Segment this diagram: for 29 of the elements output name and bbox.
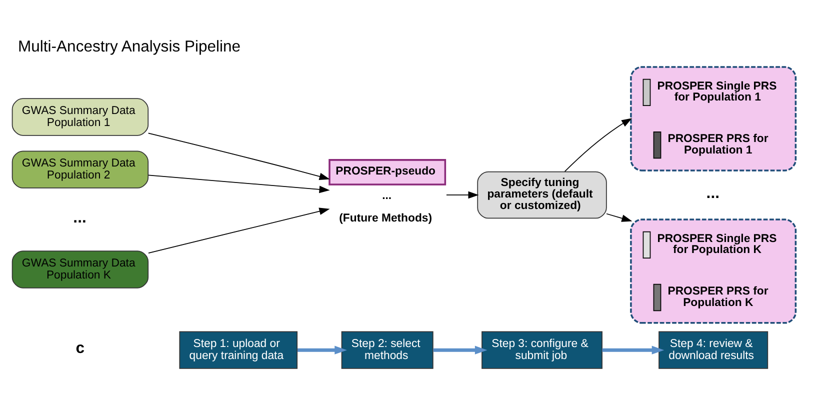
node-box: Step 3: configure & submit job bbox=[482, 330, 602, 368]
node-label: ... bbox=[382, 189, 392, 202]
node-box: GWAS Summary Data Population 2 bbox=[12, 150, 149, 188]
cluster bbox=[630, 218, 797, 324]
label: ... bbox=[706, 184, 720, 202]
arrow bbox=[148, 174, 330, 193]
cluster bbox=[630, 66, 797, 171]
arrow bbox=[148, 207, 330, 253]
arrow bbox=[602, 345, 664, 354]
node-box: Step 2: select methods bbox=[341, 330, 434, 368]
arrow bbox=[148, 132, 330, 180]
node-box: Step 4: review & download results bbox=[658, 330, 768, 368]
node-box: GWAS Summary Data Population K bbox=[12, 250, 149, 288]
node-box: Step 1: upload or query training data bbox=[179, 330, 298, 368]
node-label: PROSPER Single PRS for Population K bbox=[657, 232, 777, 256]
node-label: (Future Methods) bbox=[339, 212, 432, 224]
arrow bbox=[297, 345, 347, 354]
node-box: GWAS Summary Data Population 1 bbox=[12, 98, 149, 136]
node-box: Specify tuning parameters (default or customized) bbox=[477, 170, 607, 218]
arrow bbox=[446, 190, 479, 198]
arrow bbox=[433, 345, 488, 354]
node-label: PROSPER PRS for Population K bbox=[668, 284, 768, 308]
label: ... bbox=[73, 209, 86, 226]
label: c bbox=[76, 340, 85, 357]
arrow bbox=[564, 118, 632, 172]
arrow bbox=[606, 212, 632, 222]
node-label: PROSPER PRS for Population 1 bbox=[668, 132, 768, 156]
node-label: PROSPER Single PRS for Population 1 bbox=[657, 80, 777, 104]
diagram-title: Multi-Ancestry Analysis Pipeline bbox=[18, 38, 241, 56]
